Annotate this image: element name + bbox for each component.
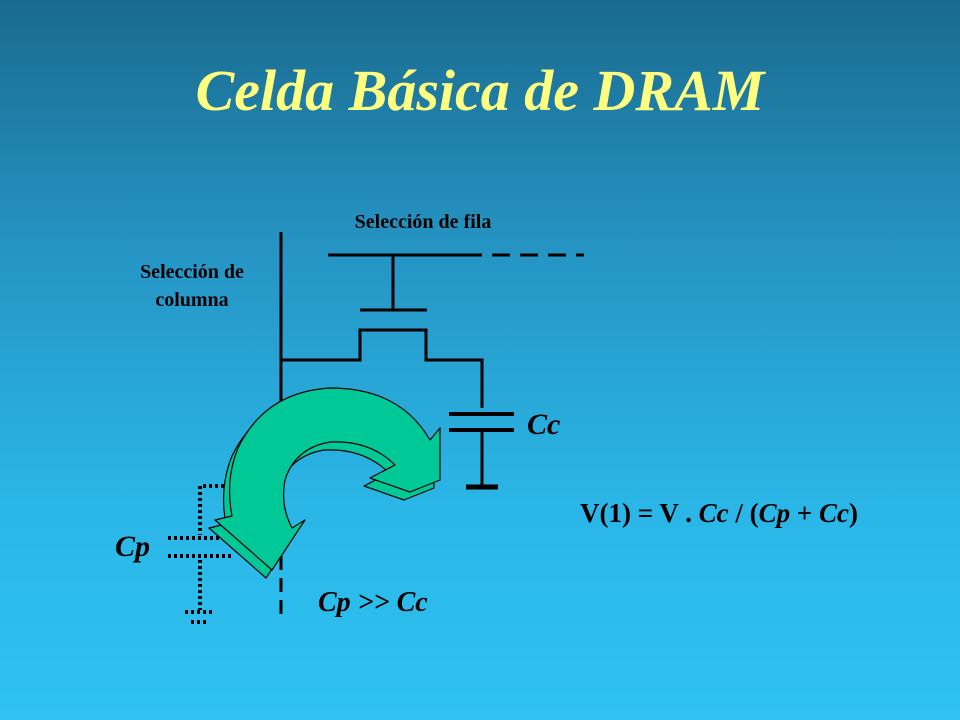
slide-title: Celda Básica de DRAM [195,58,765,123]
formula-plus: + [790,498,820,528]
voltage-formula: V(1) = V . Cc / (Cp + Cc) [580,498,858,529]
formula-prefix: V(1) = V . [580,498,699,528]
parasitic-capacitor-label: Cp [115,530,151,563]
cell-capacitor-label: Cc [527,408,561,441]
transistor-channel [281,328,484,408]
charge-sharing-arrow-icon [208,387,441,579]
row-select-label: Selección de fila [354,211,492,233]
formula-mid: / ( [728,498,759,528]
formula-cc: Cc [698,498,729,528]
column-select-label: Selección de columna [110,258,274,314]
column-select-line1: Selección de [140,261,244,283]
relation-label: Cp >> Cc [318,587,428,618]
column-select-line2: columna [155,289,229,311]
formula-suffix: ) [849,498,859,528]
formula-cp: Cp [758,498,791,528]
formula-cc-2: Cc [819,498,850,528]
